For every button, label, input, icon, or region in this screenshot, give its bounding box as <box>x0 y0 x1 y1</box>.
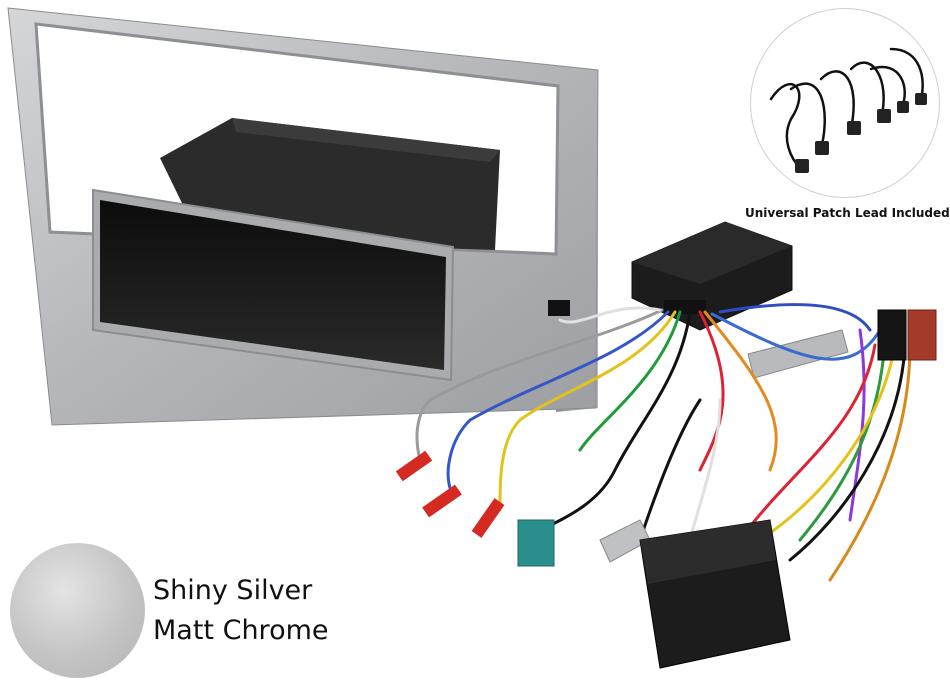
wiring-loom <box>395 221 937 669</box>
patch-lead-caption: Universal Patch Lead Included <box>745 206 950 220</box>
fascia-panel <box>7 7 599 426</box>
patch-lead-inset <box>750 8 940 198</box>
finish-label-line1: Shiny Silver <box>153 575 313 606</box>
finish-label-line2: Matt Chrome <box>153 615 329 646</box>
color-swatch <box>10 543 145 678</box>
patch-lead-image <box>769 47 927 173</box>
